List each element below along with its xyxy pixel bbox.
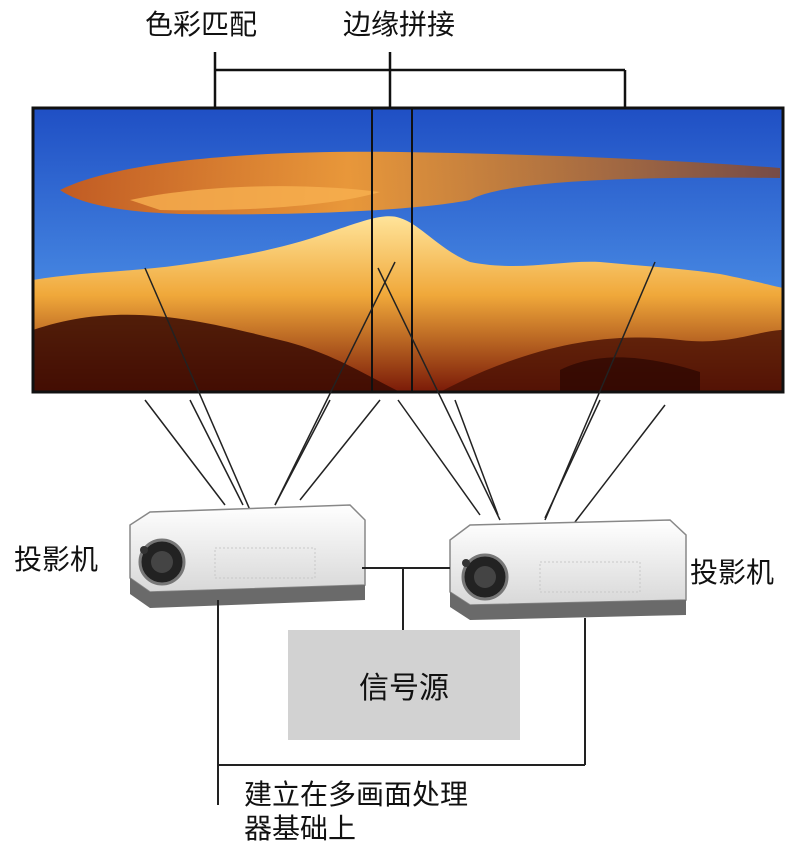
- processor-connections: [217, 600, 586, 805]
- processor-note-line2: 器基础上: [244, 812, 357, 845]
- projector-left-label: 投影机: [14, 543, 99, 576]
- signal-source-label: 信号源: [359, 671, 449, 706]
- color-match-label: 色彩匹配: [145, 8, 258, 41]
- signal-source-box: 信号源: [288, 630, 520, 740]
- beam-lines-left: [144, 261, 396, 511]
- processor-note: 建立在多画面处理 器基础上: [244, 778, 544, 846]
- projection-screen: [31, 106, 785, 394]
- processor-note-line1: 建立在多画面处理: [244, 778, 469, 811]
- beam-lines-right: [377, 261, 666, 523]
- edge-blend-label: 边缘拼接: [343, 8, 456, 41]
- signal-connections: [362, 567, 450, 630]
- projector-right-label: 投影机: [690, 556, 775, 589]
- projector-left: [129, 504, 366, 608]
- projector-right: [449, 519, 687, 620]
